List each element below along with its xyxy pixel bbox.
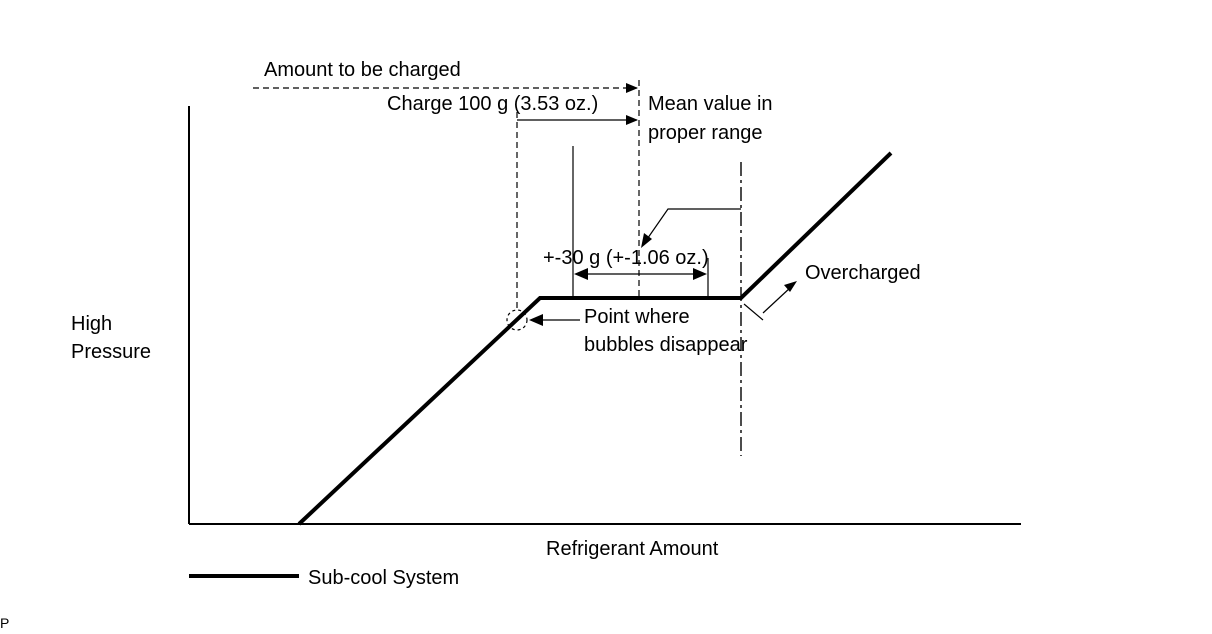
mean-value-label-line2: proper range: [648, 122, 763, 144]
mean-value-label-line1: Mean value in: [648, 93, 773, 115]
overcharged-label: Overcharged: [805, 262, 921, 284]
x-axis-label: Refrigerant Amount: [546, 538, 719, 560]
overcharged-arrow-shaft: [762, 286, 792, 314]
bubbles-pointer-arrowhead: [529, 314, 543, 326]
y-axis-label-line1: High: [71, 313, 112, 335]
charge-amount-label: Charge 100 g (3.53 oz.): [387, 93, 598, 115]
overcharged-arrowhead: [784, 281, 797, 292]
amount-to-be-charged-label: Amount to be charged: [264, 59, 461, 81]
sub-cool-curve: [297, 151, 893, 526]
bubbles-label-line2: bubbles disappear: [584, 334, 748, 356]
tolerance-arrow-left-head: [574, 268, 588, 280]
mean-value-leader-arrowhead: [641, 233, 652, 248]
tolerance-arrow-right-head: [693, 268, 707, 280]
mean-value-leader: [642, 208, 741, 246]
overcharged-tick: [743, 303, 764, 321]
bubbles-disappear-marker: [506, 309, 528, 331]
bubbles-label-line1: Point where: [584, 306, 690, 328]
y-axis-label-line2: Pressure: [71, 341, 151, 363]
corner-mark: P: [0, 615, 9, 631]
legend-label: Sub-cool System: [308, 567, 459, 589]
tolerance-label: +-30 g (+-1.06 oz.): [543, 247, 709, 269]
